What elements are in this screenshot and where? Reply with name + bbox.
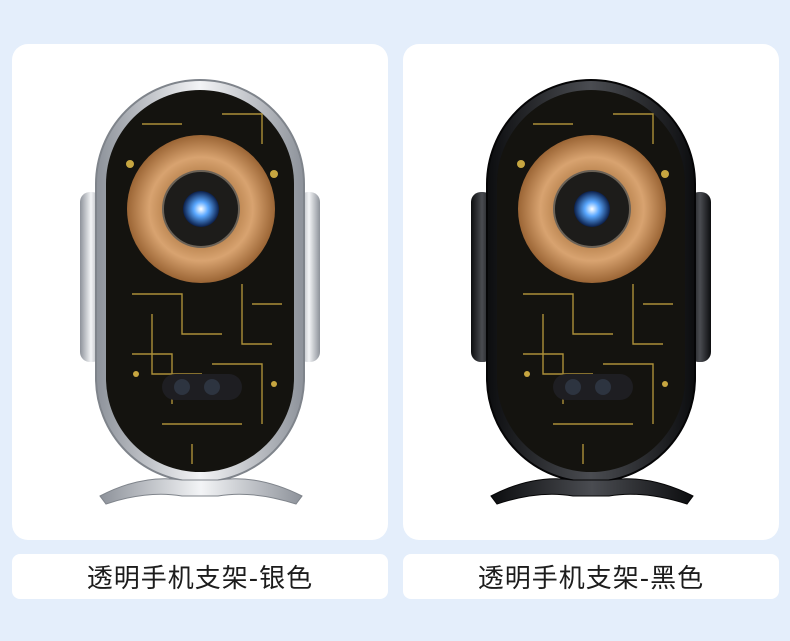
- holder-base: [99, 478, 303, 505]
- product-label-black: 透明手机支架-黑色: [403, 554, 779, 599]
- snowflake-led-icon: [574, 191, 610, 227]
- holder-base: [490, 478, 694, 505]
- product-label-silver: 透明手机支架-银色: [12, 554, 388, 599]
- phone-holder-image: [80, 79, 320, 505]
- phone-holder-image: [471, 79, 711, 505]
- snowflake-led-icon: [183, 191, 219, 227]
- product-card-silver: [12, 44, 388, 540]
- product-card-black: [403, 44, 779, 540]
